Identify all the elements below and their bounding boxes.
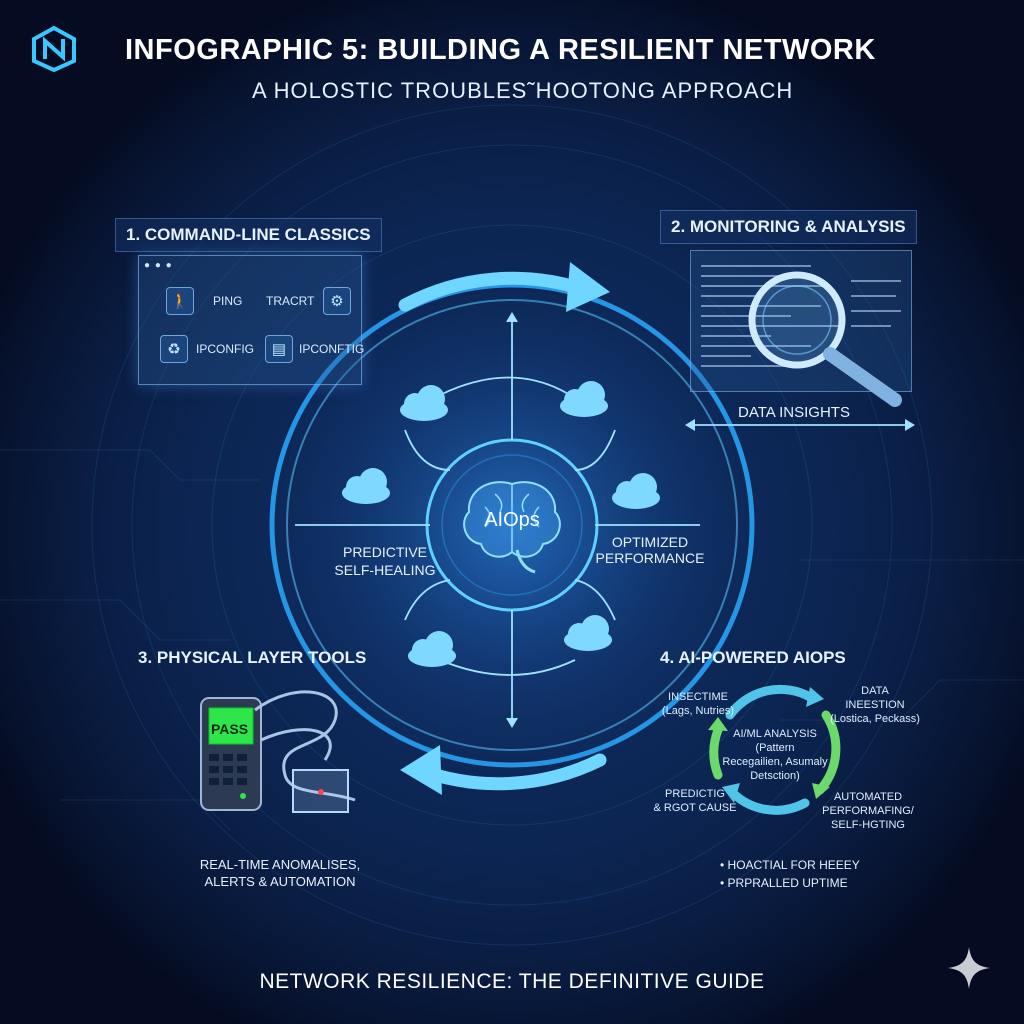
cycle-center-1: AI/ML ANALYSIS [733, 728, 817, 740]
window-dots: ● ● ● [144, 260, 173, 271]
middle-ring [286, 299, 738, 751]
section-3-caption-2: ALERTS & AUTOMATION [204, 874, 356, 889]
aiops-cycle [708, 684, 841, 815]
network-tester-icon [200, 690, 356, 813]
cloud-icon [612, 473, 660, 509]
cloud-icon [564, 615, 612, 651]
bullet-1: • HOACTIAL FOR HEEEY [720, 858, 860, 872]
network-icon: ⚙ [323, 287, 351, 315]
magnifier-icon [748, 271, 902, 407]
bullet-1-text: HOACTIAL FOR HEEEY [727, 858, 860, 872]
hub-left-label-1: PREDICTIVE [342, 544, 427, 560]
hub-center-label: AIOps [484, 509, 540, 531]
cycle-center-3: Recegailien, Asumaly [722, 756, 828, 768]
section-4-title: 4. AI-POWERED AIOPS [660, 648, 846, 667]
top-cycle-arrowhead [566, 262, 610, 312]
bullet-2: • PRPRALLED UPTIME [720, 876, 848, 890]
bullet-2-text: PRPRALLED UPTIME [727, 876, 848, 890]
cloud-icon [342, 468, 390, 504]
cycle-bottom-left-1: PREDICTIG [665, 788, 725, 800]
recycle-icon: ♻ [160, 335, 188, 363]
cycle-bottom-right-3: SELF-HGTING [831, 819, 905, 831]
page-title: INFOGRAPHIC 5: BUILDING A RESILIENT NETW… [125, 34, 876, 66]
cycle-bottom-right-1: AUTOMATED [833, 791, 903, 803]
bottom-cycle-arrowhead [400, 745, 442, 795]
cloud-icon [560, 381, 608, 417]
cycle-bottom-right-2: PERFORMAFING/ [822, 805, 914, 817]
section-1-title: 1. COMMAND-LINE CLASSICS [115, 218, 382, 252]
cycle-top-left-2: (Lags, Nutries) [661, 705, 735, 717]
command-tracert: TRACRT [266, 294, 315, 308]
cycle-center-2: (Pattern [755, 742, 795, 754]
sparkle-icon [948, 947, 990, 989]
ping-icon: 🚶 [166, 287, 194, 315]
data-insights-label: DATA INSIGHTS [738, 404, 850, 421]
footer-title: NETWORK RESILIENCE: THE DEFINITIVE GUIDE [259, 970, 765, 993]
logo-n-icon [32, 26, 76, 72]
section-2-title: 2. MONITORING & ANALYSIS [660, 210, 917, 244]
cycle-top-right-2: INEESTION [845, 699, 905, 711]
section-3-caption-1: REAL-TIME ANOMALISES, [199, 857, 361, 872]
cloud-icon [408, 631, 456, 667]
outer-ring [269, 282, 755, 768]
command-ipconfig-alt: IPCONFTIG [299, 342, 365, 356]
hub-left-label-2: SELF-HEALING [334, 562, 436, 578]
command-panel [138, 255, 362, 385]
page-subtitle: A HOLOSTIC TROUBLES˜HOOTONG APPROACH [252, 78, 794, 103]
top-cycle-arrow [398, 271, 592, 312]
cycle-bottom-left-2: & RGOT CAUSE [653, 802, 737, 814]
server-icon: ▤ [265, 335, 293, 363]
command-ping: PING [213, 294, 243, 308]
cycle-top-right-1: DATA [861, 685, 889, 697]
bottom-cycle-arrow [413, 753, 607, 791]
cycle-center-4: Detsction) [750, 770, 800, 782]
cycle-top-right-3: (Lostica, Peckass) [830, 713, 920, 725]
tester-screen-text: PASS [211, 721, 249, 737]
cloud-icon [400, 385, 448, 421]
hub-right-label-2: PERFORMANCE [595, 550, 705, 566]
hub-right-label-1: OPTIMIZED [611, 534, 689, 550]
brain-icon [463, 481, 561, 574]
section-3-title: 3. PHYSICAL LAYER TOOLS [138, 648, 367, 667]
cycle-top-left-1: INSECTIME [668, 691, 728, 703]
command-ipconfig: IPCONFIG [196, 342, 255, 356]
connector-arrows [295, 318, 910, 722]
